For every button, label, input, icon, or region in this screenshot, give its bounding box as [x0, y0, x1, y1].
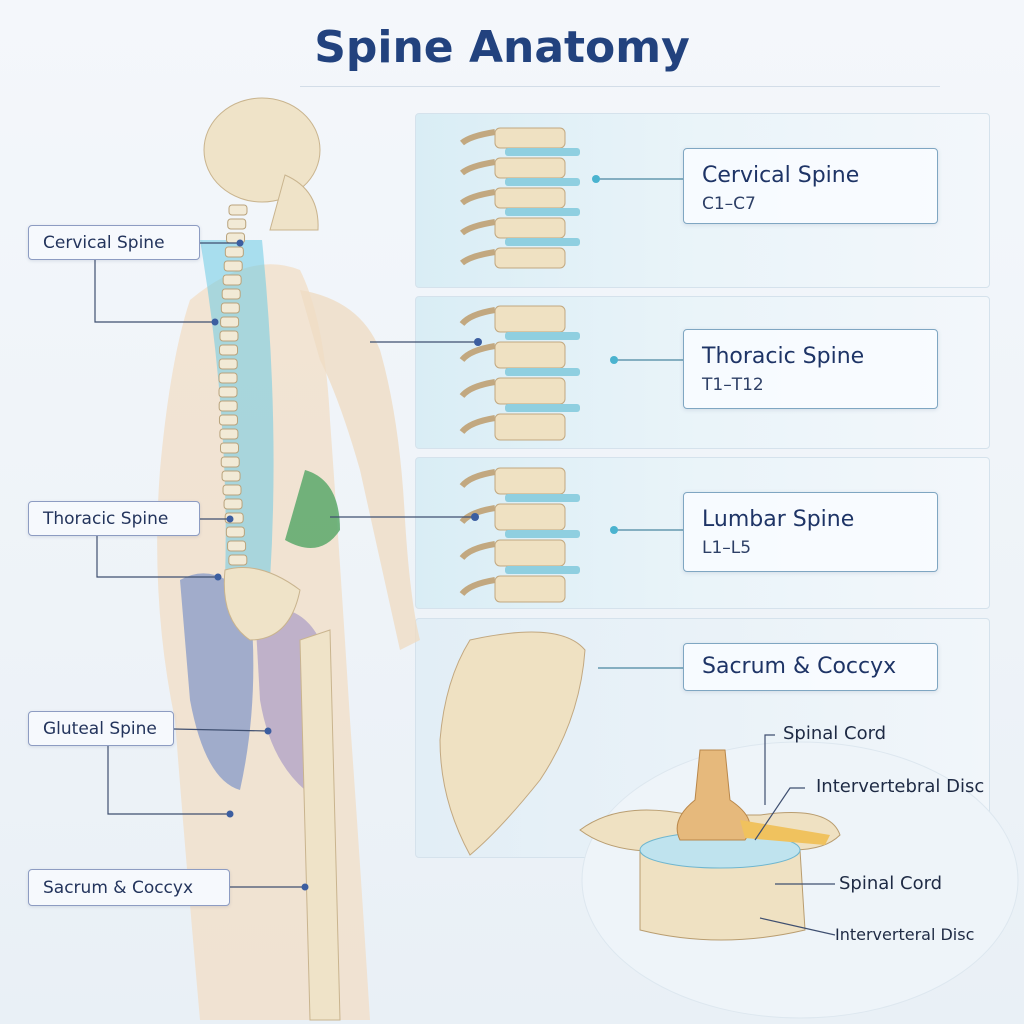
- left-label-gluteal-spine: Gluteal Spine: [28, 711, 174, 746]
- vertebra: [494, 157, 566, 179]
- vertebra: [494, 413, 566, 441]
- vertebra: [494, 575, 566, 603]
- vertebra-process: [459, 505, 496, 525]
- vertebra: [494, 247, 566, 269]
- disc: [505, 238, 580, 246]
- figure-vertebra: [220, 316, 240, 328]
- vertebra: [494, 539, 566, 567]
- figure-vertebra: [221, 288, 241, 300]
- vertebra: [494, 341, 566, 369]
- vertebra-process: [459, 541, 496, 561]
- vertebra: [494, 377, 566, 405]
- disc: [505, 368, 580, 376]
- region-label-lumbar: Lumbar Spine L1–L5: [683, 492, 938, 572]
- vertebra: [494, 187, 566, 209]
- vertebra: [494, 467, 566, 495]
- disc: [505, 566, 580, 574]
- cross-label-spinal-cord-top: Spinal Cord: [783, 723, 887, 744]
- vertebra-process: [460, 159, 496, 176]
- vertebra: [494, 127, 566, 149]
- vertebra-process: [459, 577, 496, 597]
- skull: [203, 97, 321, 203]
- disc: [505, 494, 580, 502]
- sacrum-illustration: [439, 631, 586, 856]
- title-divider: [300, 86, 940, 87]
- vertebra-process: [460, 249, 496, 266]
- region-label-cervical: Cervical Spine C1–C7: [683, 148, 938, 224]
- figure-vertebra: [218, 400, 238, 412]
- figure-vertebra: [227, 218, 247, 230]
- vertebra-process: [460, 129, 496, 146]
- figure-vertebra: [222, 484, 242, 496]
- vertebra-process: [459, 469, 496, 489]
- vertebra-process: [460, 219, 496, 236]
- region-label-sacrum: Sacrum & Coccyx: [683, 643, 938, 691]
- vertebra-process: [459, 379, 496, 399]
- vertebra: [494, 503, 566, 531]
- disc: [505, 530, 580, 538]
- page-title: Spine Anatomy: [314, 22, 690, 73]
- region-name: Cervical Spine: [702, 163, 860, 188]
- region-label-thoracic: Thoracic Spine T1–T12: [683, 329, 938, 409]
- cross-label-intervertebral-disc: Intervertebral Disc: [816, 776, 985, 797]
- figure-vertebra: [220, 302, 240, 314]
- vertebra: [494, 217, 566, 239]
- body-figure: [157, 97, 420, 1021]
- figure-vertebra: [219, 344, 239, 356]
- region-name: Lumbar Spine: [702, 507, 855, 532]
- disc: [505, 208, 580, 216]
- left-label-sacrum-coccyx: Sacrum & Coccyx: [28, 869, 230, 906]
- vertebra-process: [459, 415, 496, 435]
- figure-vertebra: [222, 274, 242, 286]
- region-range: T1–T12: [702, 375, 764, 395]
- figure-vertebra: [218, 386, 238, 398]
- region-name: Thoracic Spine: [702, 344, 865, 369]
- figure-vertebra: [223, 498, 243, 510]
- figure-vertebra: [219, 330, 239, 342]
- disc: [505, 332, 580, 340]
- disc: [505, 148, 580, 156]
- vertebra-process: [459, 307, 496, 327]
- figure-vertebra: [219, 442, 239, 454]
- figure-vertebra: [218, 414, 238, 426]
- figure-vertebra: [218, 358, 238, 370]
- figure-vertebra: [228, 204, 248, 216]
- cross-label-interverteral-disc: Interverteral Disc: [835, 925, 975, 944]
- figure-vertebra: [224, 246, 244, 258]
- cross-label-spinal-cord-bottom: Spinal Cord: [839, 873, 943, 894]
- disc: [505, 178, 580, 186]
- figure-vertebra: [223, 260, 243, 272]
- vertebra: [494, 305, 566, 333]
- region-name: Sacrum & Coccyx: [702, 654, 897, 679]
- figure-vertebra: [220, 456, 240, 468]
- left-label-thoracic-spine: Thoracic Spine: [28, 501, 200, 536]
- figure-vertebra: [227, 540, 247, 552]
- vertebra-process: [460, 189, 496, 206]
- figure-vertebra: [228, 554, 248, 566]
- left-label-cervical-spine: Cervical Spine: [28, 225, 200, 260]
- figure-vertebra: [218, 372, 238, 384]
- figure-vertebra: [221, 470, 241, 482]
- disc: [505, 404, 580, 412]
- vertebra-process: [459, 343, 496, 363]
- region-range: L1–L5: [702, 538, 752, 558]
- figure-vertebra: [219, 428, 239, 440]
- vertebra-cross-section: [579, 749, 841, 941]
- region-range: C1–C7: [702, 194, 756, 214]
- figure-vertebra: [225, 526, 245, 538]
